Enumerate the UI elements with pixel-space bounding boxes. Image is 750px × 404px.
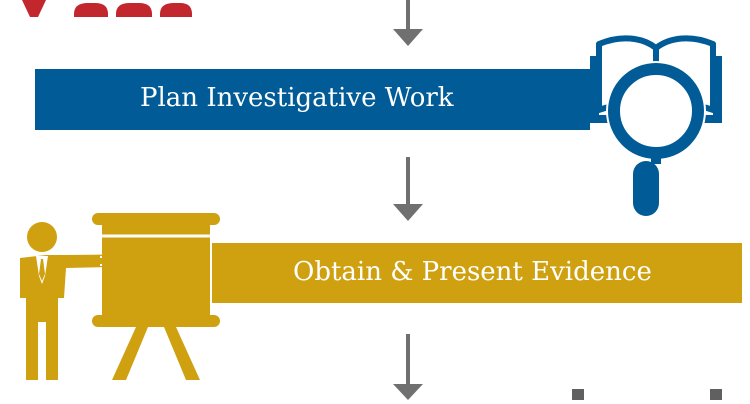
evidence-banner (212, 243, 742, 303)
presenter-easel-icon (20, 213, 220, 380)
flow-arrow-1 (393, 0, 423, 46)
bottom-document-icon (572, 389, 722, 400)
flow-arrow-2 (393, 157, 423, 221)
plan-banner (35, 69, 590, 130)
book-magnifier-icon (590, 35, 722, 216)
plan-step-label: Plan Investigative Work (140, 83, 454, 113)
top-group-icon (22, 0, 192, 17)
flow-arrow-3 (393, 334, 423, 400)
evidence-step-label: Obtain & Present Evidence (293, 257, 652, 287)
